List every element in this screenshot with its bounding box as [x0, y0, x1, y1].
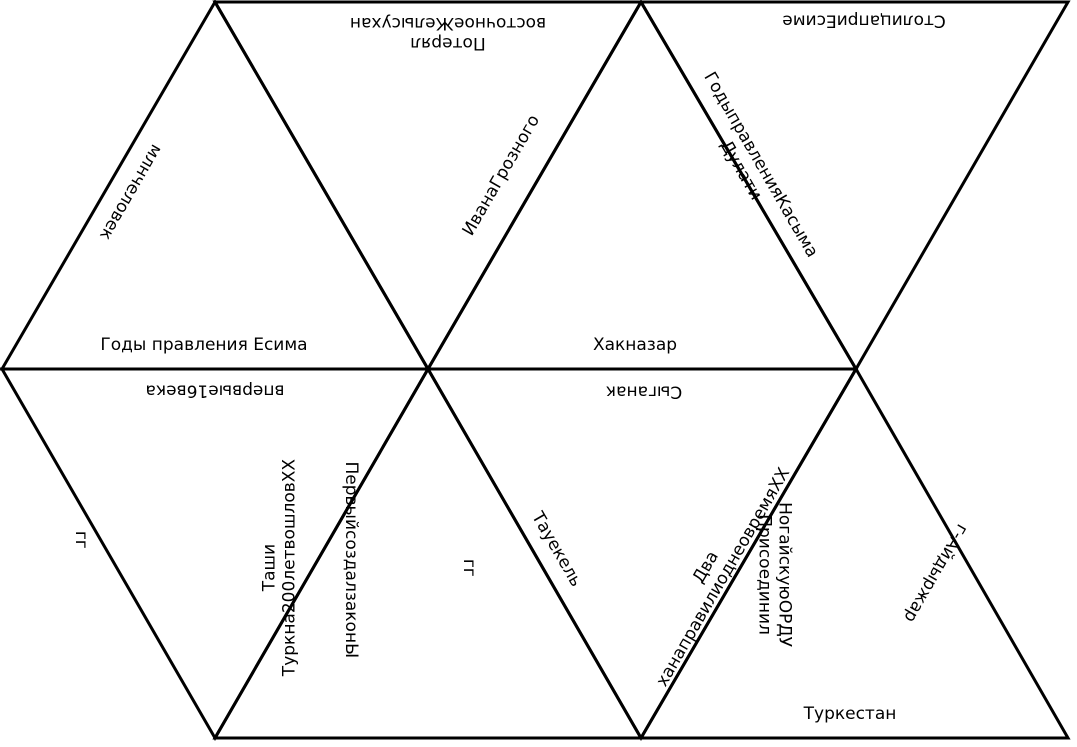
label-stolitsa-esime: СтолицаприЕсиме [782, 10, 946, 31]
label-gody-esima: Годы правления Есима [100, 335, 308, 355]
label-turkestan: Туркестан [803, 704, 897, 724]
label-syganak: Сыганак [605, 381, 683, 402]
label-nogai: НогайскуюОРДУ Присоединил [755, 502, 795, 647]
label-khaknazar: Хакназар [592, 335, 678, 355]
label-gg-left: гг [70, 530, 91, 549]
label-tashi: Таши Туркна200летвошловXX [259, 458, 299, 677]
triangle-bottom-1 [0, 367, 431, 742]
label-vpervye-16veka: впервые16века [145, 380, 285, 401]
triangle-top-4 [638, 0, 1071, 372]
triangle-bottom-4 [638, 366, 1071, 740]
label-pervye-zakony: ПервыйсоздалзаконЫ [340, 461, 361, 659]
triangle-top-2 [212, 0, 644, 372]
triangle-top-1 [0, 0, 431, 371]
label-poteryal: Потерял восточноеЖелысухан [349, 13, 547, 54]
label-gg-mid: гг [458, 558, 479, 577]
